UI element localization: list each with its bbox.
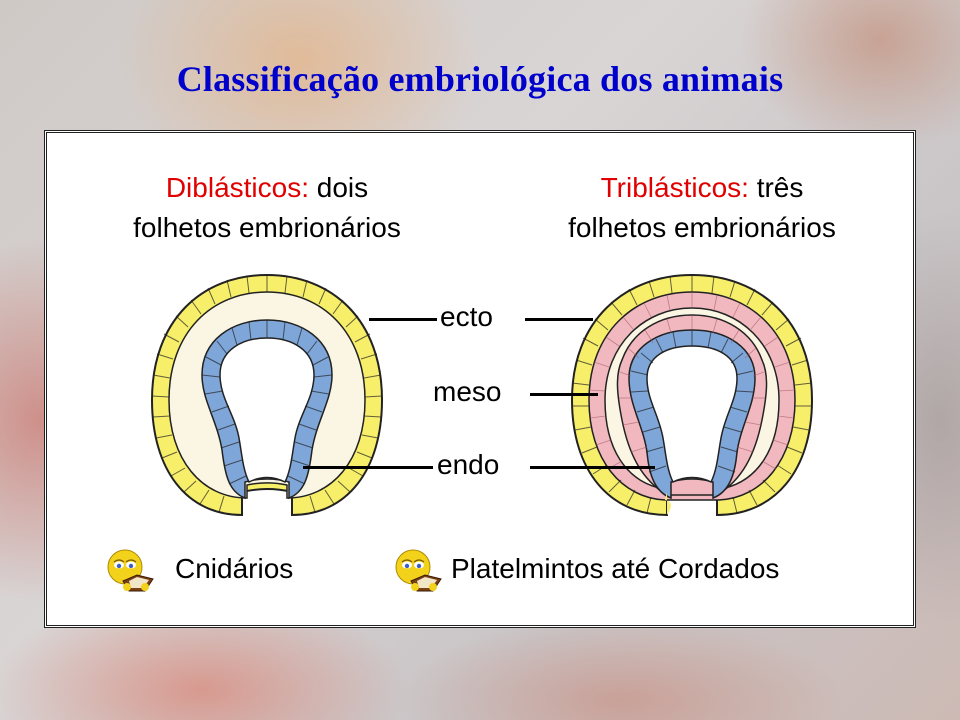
triploblastic-count: três <box>748 172 804 203</box>
ecto-label: ecto <box>440 301 493 332</box>
slide-title: Classificação embriológica dos animais <box>176 59 784 99</box>
diploblastic-caption: Cnidários <box>175 553 294 584</box>
diploblastic-term: Diblásticos: <box>165 172 309 203</box>
diploblastic-desc: folhetos embrionários <box>133 212 401 243</box>
diploblastic-embryo-diagram <box>150 273 384 517</box>
diploblastic-heading: Diblásticos: dois folhetos embrionários <box>67 168 467 248</box>
endo-leader-left <box>303 466 433 469</box>
diagram-panel: Diblásticos: dois folhetos embrionários … <box>44 130 916 628</box>
endo-label: endo <box>437 449 500 480</box>
ecto-leader-right <box>525 318 593 321</box>
endo-leader-right <box>530 466 655 469</box>
ecto-leader-left <box>369 318 437 321</box>
reading-smiley-icon <box>395 549 442 592</box>
meso-label: meso <box>433 376 502 407</box>
triploblastic-heading: Triblásticos: três folhetos embrionários <box>492 168 912 248</box>
meso-leader-right <box>530 393 598 396</box>
triploblastic-embryo-diagram <box>570 273 814 517</box>
reading-smiley-icon <box>107 549 154 592</box>
triploblastic-caption: Platelmintos até Cordados <box>451 553 780 584</box>
diploblastic-count: dois <box>309 172 369 203</box>
triploblastic-desc: folhetos embrionários <box>568 212 836 243</box>
triploblastic-term: Triblásticos: <box>600 172 749 203</box>
